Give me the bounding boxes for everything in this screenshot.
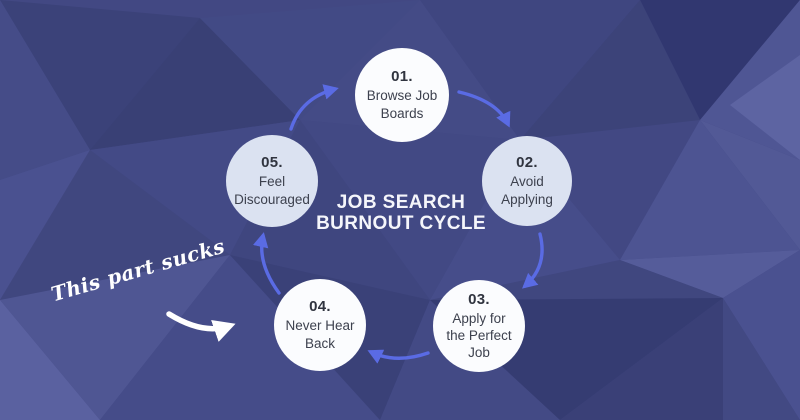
cycle-arrow-03-to-04-icon: [367, 349, 430, 364]
cycle-step-02: 02. Avoid Applying: [482, 136, 572, 226]
step-label: Feel Discouraged: [234, 174, 310, 207]
step-number: 03.: [468, 290, 490, 308]
annotation-arrow-icon: [166, 311, 236, 342]
cycle-arrow-04-to-05-icon: [252, 232, 281, 295]
step-label: Browse Job Boards: [366, 88, 438, 121]
step-number: 02.: [516, 154, 538, 172]
cycle-arrow-01-to-02-icon: [457, 90, 511, 128]
step-number: 05.: [261, 154, 283, 172]
cycle-arrow-02-to-03-icon: [522, 232, 544, 289]
step-number: 04.: [309, 298, 331, 316]
diagram-title: JOB SEARCH BURNOUT CYCLE: [281, 192, 521, 234]
cycle-step-03: 03. Apply for the Perfect Job: [433, 280, 525, 372]
step-label: Never Hear Back: [285, 318, 355, 351]
cycle-step-04: 04. Never Hear Back: [274, 279, 366, 371]
cycle-arrow-05-to-01-icon: [289, 84, 339, 131]
cycle-step-05: 05. Feel Discouraged: [226, 135, 318, 227]
diagram-title-line2: BURNOUT CYCLE: [316, 213, 486, 234]
step-label: Apply for the Perfect Job: [446, 310, 512, 361]
step-number: 01.: [391, 68, 413, 86]
cycle-step-01: 01. Browse Job Boards: [355, 48, 449, 142]
diagram-title-line1: JOB SEARCH: [336, 192, 466, 213]
step-label: Avoid Applying: [501, 174, 553, 207]
